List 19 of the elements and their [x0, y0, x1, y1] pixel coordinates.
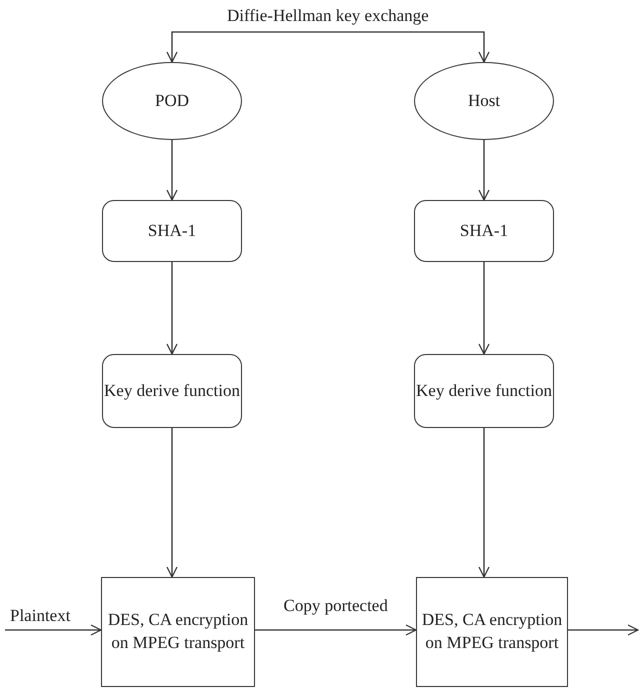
- arrow: [166, 262, 178, 355]
- process-box: SHA-1: [102, 200, 242, 262]
- arrow: [166, 140, 178, 201]
- arrow: [478, 140, 490, 201]
- input-text: Plaintext: [10, 604, 90, 628]
- arrow: [568, 624, 639, 636]
- process-box: Key derive function: [102, 354, 242, 428]
- arrow: [255, 624, 417, 636]
- ellipse-node: Host: [414, 62, 554, 140]
- arrow: [478, 262, 490, 355]
- arrow: [166, 31, 490, 63]
- process-box: DES, CA encryption on MPEG transport: [101, 577, 255, 687]
- ellipse-node: POD: [102, 62, 242, 140]
- arrow: [166, 428, 178, 578]
- arrow: [478, 428, 490, 578]
- arrow: [5, 624, 102, 636]
- process-box: Key derive function: [414, 354, 554, 428]
- process-box: DES, CA encryption on MPEG transport: [416, 577, 568, 687]
- process-box: SHA-1: [414, 200, 554, 262]
